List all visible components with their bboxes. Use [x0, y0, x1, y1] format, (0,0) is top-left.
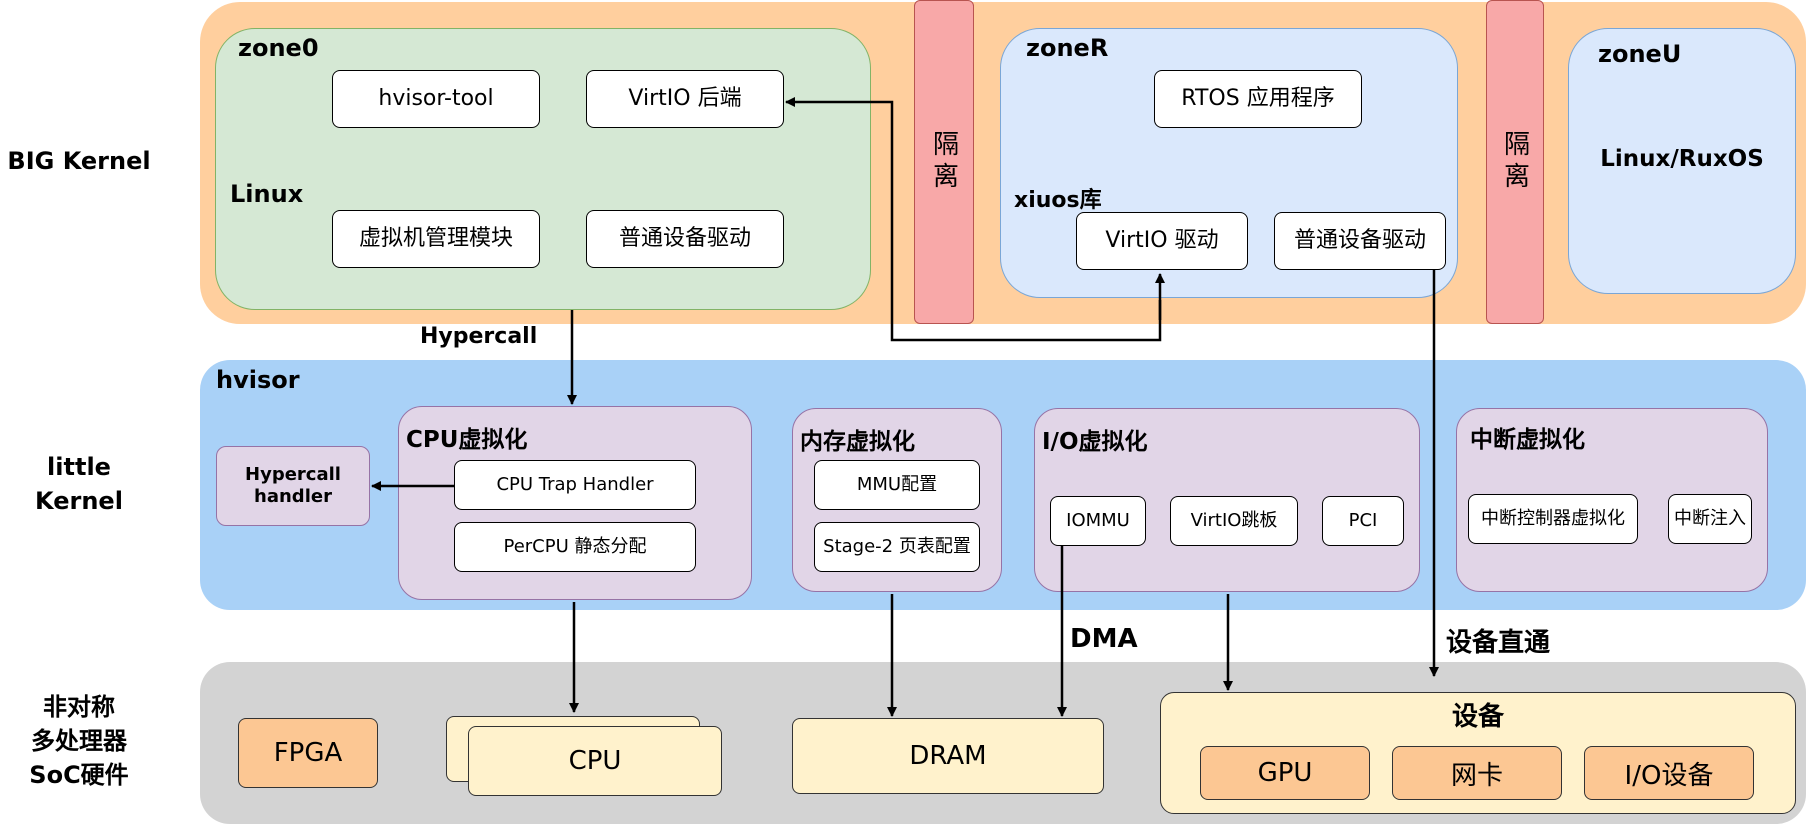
mem-virt-title: 内存虚拟化 — [800, 429, 915, 455]
big-kernel-label: BIG Kernel — [0, 144, 158, 178]
zoneR-title: zoneR — [1026, 34, 1109, 62]
zone0-os-label: Linux — [230, 180, 304, 208]
irq-controller-virt-box: 中断控制器虚拟化 — [1468, 494, 1638, 544]
percpu-alloc-box: PerCPU 静态分配 — [454, 522, 696, 572]
rtos-app-box: RTOS 应用程序 — [1154, 70, 1362, 128]
isolation-bar-1-label: 隔离 — [928, 130, 959, 194]
big-kernel-label-text: BIG Kernel — [7, 147, 151, 175]
zoneU-title: zoneU — [1598, 40, 1682, 68]
hypercall-handler-line1: Hypercall — [245, 463, 341, 485]
iommu-box: IOMMU — [1050, 496, 1146, 546]
soc-hardware-label-line2: 多处理器 — [31, 727, 127, 755]
zone0-device-driver-box: 普通设备驱动 — [586, 210, 784, 268]
stage2-page-table-box: Stage-2 页表配置 — [814, 522, 980, 572]
devices-title: 设备 — [1451, 702, 1504, 732]
hypercall-label: Hypercall — [420, 324, 538, 349]
little-kernel-label-line2: Kernel — [35, 487, 123, 515]
soc-hardware-label-line3: SoC硬件 — [29, 761, 129, 789]
mmu-config-box: MMU配置 — [814, 460, 980, 510]
cpu-trap-handler-box: CPU Trap Handler — [454, 460, 696, 510]
isolation-bar-2-label: 隔离 — [1499, 130, 1530, 194]
zoneU-os-label: Linux/RuxOS — [1600, 146, 1764, 172]
hypercall-handler-box: Hypercall handler — [216, 446, 370, 526]
zone0-title: zone0 — [238, 34, 319, 62]
fpga-box: FPGA — [238, 718, 378, 788]
pci-box: PCI — [1322, 496, 1404, 546]
little-kernel-label: little Kernel — [0, 450, 158, 518]
passthrough-label: 设备直通 — [1446, 628, 1551, 658]
gpu-box: GPU — [1200, 746, 1370, 800]
hvisor-title: hvisor — [216, 366, 300, 394]
cpu-virt-title: CPU虚拟化 — [406, 427, 528, 453]
virtio-backend-box: VirtIO 后端 — [586, 70, 784, 128]
virtio-driver-box: VirtIO 驱动 — [1076, 212, 1248, 270]
hvisor-tool-box: hvisor-tool — [332, 70, 540, 128]
soc-hardware-label-line1: 非对称 — [43, 693, 115, 721]
hypercall-handler-line2: handler — [254, 486, 332, 507]
cpu-box: CPU — [468, 726, 722, 796]
virtio-link-arrow — [785, 97, 1162, 342]
xiuos-lib-label: xiuos库 — [1014, 188, 1102, 213]
virtio-trampoline-box: VirtIO跳板 — [1170, 496, 1298, 546]
isolation-bar-1: 隔离 — [914, 0, 974, 324]
zoneU-container — [1568, 28, 1796, 294]
io-virt-title: I/O虚拟化 — [1042, 429, 1148, 455]
soc-hardware-label: 非对称 多处理器 SoC硬件 — [0, 690, 158, 792]
dram-box: DRAM — [792, 718, 1104, 794]
little-kernel-label-line1: little — [47, 453, 111, 481]
irq-inject-box: 中断注入 — [1668, 494, 1752, 544]
io-device-box: I/O设备 — [1584, 746, 1754, 800]
dma-label: DMA — [1070, 624, 1138, 654]
vm-manager-box: 虚拟机管理模块 — [332, 210, 540, 268]
irq-virt-title: 中断虚拟化 — [1470, 427, 1585, 453]
zoneR-device-driver-box: 普通设备驱动 — [1274, 212, 1446, 270]
nic-box: 网卡 — [1392, 746, 1562, 800]
isolation-bar-2: 隔离 — [1486, 0, 1544, 324]
